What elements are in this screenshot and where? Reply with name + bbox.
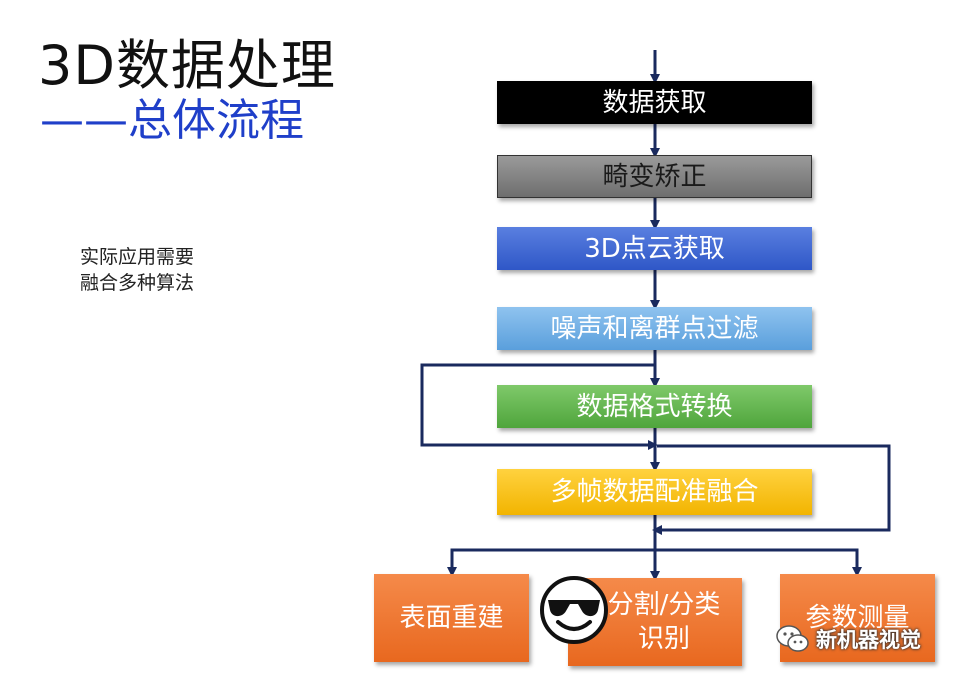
- output-label: 表面重建: [399, 603, 504, 633]
- step-noise-filter: 噪声和离群点过滤: [497, 307, 812, 350]
- step-point-cloud: 3D点云获取: [497, 227, 812, 270]
- step-format-convert: 数据格式转换: [497, 385, 812, 428]
- step-label: 噪声和离群点过滤: [550, 313, 759, 344]
- page-subtitle: ——总体流程: [40, 95, 304, 146]
- step-label: 多帧数据配准融合: [550, 477, 759, 507]
- step-distortion-correction: 畸变矫正: [497, 155, 812, 198]
- step-label: 数据获取: [602, 87, 707, 118]
- output-label: 分割/分类 识别: [607, 590, 721, 654]
- watermark: 新机器视觉: [776, 622, 948, 656]
- arrow-to-surface: [447, 548, 655, 577]
- output-surface-reconstruction: 表面重建: [374, 574, 529, 662]
- step-label: 畸变矫正: [602, 161, 707, 192]
- step-label: 数据格式转换: [576, 391, 733, 422]
- watermark-text: 新机器视觉: [816, 628, 921, 652]
- arrow-to-measurement: [655, 548, 862, 577]
- wechat-icon: [776, 625, 809, 652]
- step-registration: 多帧数据配准融合: [497, 469, 812, 515]
- bypass-registration-loop: [652, 444, 891, 535]
- step-label: 3D点云获取: [584, 233, 725, 264]
- bypass-format-loop: [420, 363, 658, 450]
- side-note: 实际应用需要 融合多种算法: [80, 246, 195, 294]
- output-label: 参数测量: [805, 603, 910, 633]
- step-data-acquisition: 数据获取: [497, 81, 812, 124]
- page-title: 3D数据处理: [38, 34, 336, 97]
- cool-face-icon: [540, 576, 608, 644]
